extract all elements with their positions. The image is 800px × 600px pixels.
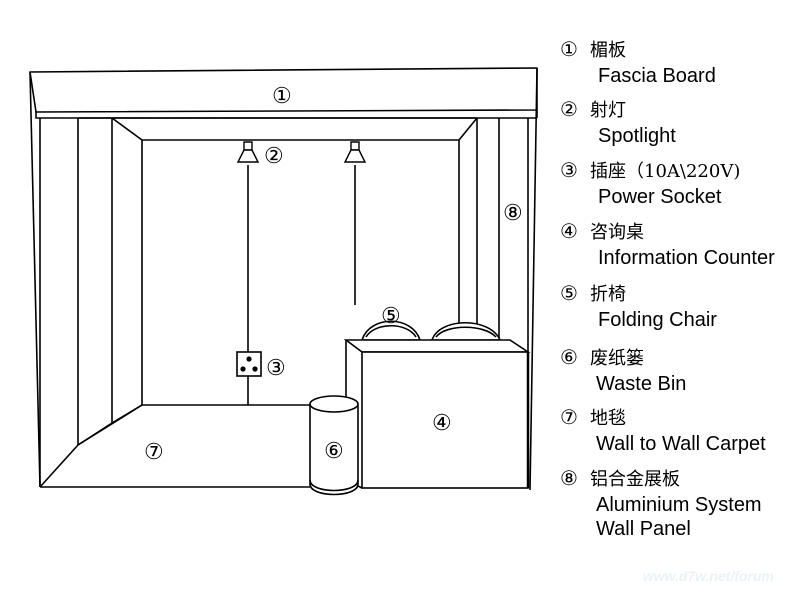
label-socket: ③: [266, 356, 286, 381]
legend-zh: 楣板: [590, 40, 626, 61]
legend-en: Folding Chair: [598, 309, 717, 331]
legend-en: Wall to Wall Carpet: [596, 433, 766, 455]
frame-right-post: [529, 67, 538, 491]
legend-item-carpet: ⑦ 地毯 Wall to Wall Carpet: [560, 404, 796, 456]
legend-zh: 铝合金展板: [590, 469, 680, 490]
legend-zh: 折椅: [590, 284, 626, 305]
label-chair: ⑤: [381, 304, 401, 329]
legend-item-bin: ⑥ 废纸篓 Waste Bin: [560, 344, 796, 396]
legend-num: ⑤: [560, 281, 578, 305]
legend-num: ②: [560, 97, 578, 121]
legend-num: ③: [560, 158, 578, 182]
legend-zh: 废纸篓: [590, 348, 644, 369]
frame-left-post: [29, 71, 41, 488]
legend-item-counter: ④ 咨询桌 Information Counter: [560, 218, 796, 270]
legend-en: Spotlight: [598, 125, 676, 147]
legend-item-spotlight: ② 射灯 Spotlight: [560, 96, 796, 148]
carpet-floor: [40, 404, 310, 488]
booth-diagram: ① ② ③ ④ ⑤ ⑥ ⑦ ⑧: [29, 67, 538, 496]
legend-num: ①: [560, 37, 578, 61]
legend-item-socket: ③ 插座（10A\220V) Power Socket: [560, 157, 796, 209]
spotlight-icon: [236, 141, 367, 163]
label-bin: ⑥: [324, 439, 344, 464]
legend: ① 楣板 Fascia Board ② 射灯 Spotlight ③ 插座（10A\2…: [560, 36, 796, 541]
legend-zh: 地毯: [590, 408, 626, 429]
legend-item-panel: ⑧ 铝合金展板 Aluminium System Wall Panel: [560, 465, 796, 541]
label-spotlight: ②: [264, 144, 284, 169]
legend-num: ④: [560, 219, 578, 243]
left-wall-panel: [39, 118, 79, 488]
legend-en: Waste Bin: [596, 373, 687, 395]
right-wall-panel: [476, 118, 500, 352]
label-fascia: ①: [272, 84, 292, 109]
legend-num: ⑧: [560, 466, 578, 490]
legend-en: Information Counter: [598, 247, 775, 269]
legend-en: Wall Panel: [596, 518, 691, 540]
legend-num: ⑥: [560, 345, 578, 369]
back-wall: [111, 117, 478, 141]
label-panel: ⑧: [503, 201, 523, 226]
legend-zh: 插座（10A\220V): [590, 161, 741, 182]
legend-en: Power Socket: [598, 186, 722, 208]
folding-chair-icon: [360, 320, 502, 341]
label-counter: ④: [432, 411, 452, 436]
legend-zh: 射灯: [590, 100, 626, 121]
legend-en: Fascia Board: [598, 65, 716, 87]
waste-bin: [309, 395, 359, 496]
label-carpet: ⑦: [144, 440, 164, 465]
legend-en: Aluminium System: [596, 494, 762, 516]
watermark: www.d7w.net/forum: [642, 568, 774, 584]
legend-zh: 咨询桌: [590, 222, 644, 243]
power-socket-icon: [236, 351, 262, 377]
legend-item-chair: ⑤ 折椅 Folding Chair: [560, 280, 796, 332]
legend-num: ⑦: [560, 405, 578, 429]
legend-item-fascia: ① 楣板 Fascia Board: [560, 36, 796, 88]
